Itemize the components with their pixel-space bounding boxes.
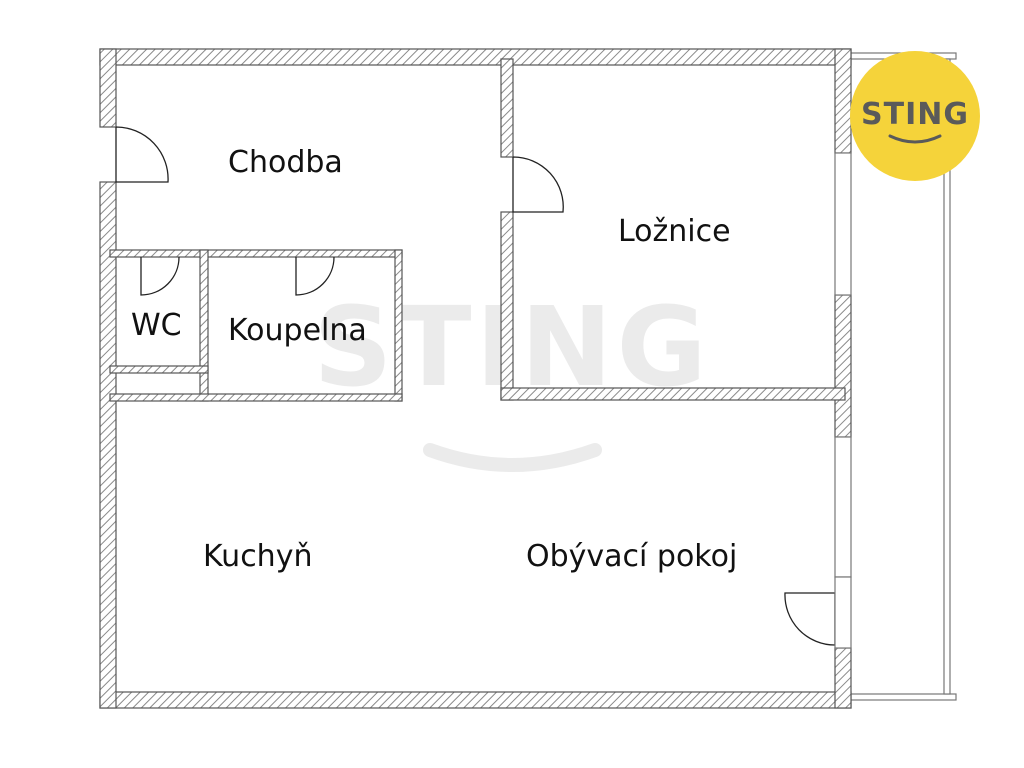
- door-balcony-icon: [784, 592, 836, 646]
- sting-logo: STING: [850, 51, 980, 181]
- door-entry-icon: [115, 126, 169, 183]
- wall-outer-left-lower: [99, 181, 117, 709]
- wall-bath-bottom: [109, 393, 403, 402]
- window-living: [834, 436, 852, 578]
- wall-outer-right-upper: [834, 48, 852, 154]
- wall-outer-bottom: [99, 691, 852, 709]
- wall-wc-bottom: [109, 365, 209, 374]
- logo-circle: [850, 51, 980, 181]
- wall-bedroom-left-upper: [500, 58, 514, 158]
- doors: [115, 126, 836, 646]
- wall-bedroom-left-lower: [500, 211, 514, 401]
- door-bathroom-icon: [295, 256, 335, 296]
- wall-bath-top: [109, 249, 403, 258]
- room-label-chodba: Chodba: [228, 145, 343, 180]
- wall-outer-right-lower: [834, 647, 852, 709]
- room-label-koupelna: Koupelna: [228, 313, 367, 348]
- wall-bath-right: [394, 249, 403, 402]
- walls: [99, 48, 852, 709]
- room-label-kuchyn: Kuchyň: [203, 539, 312, 574]
- wall-outer-right-mid: [834, 294, 852, 438]
- wall-bath-divider: [199, 249, 209, 402]
- watermark-smile-icon: [423, 443, 602, 472]
- room-labels: Chodba Ložnice WC Koupelna Kuchyň Obývac…: [131, 145, 737, 574]
- door-bedroom-icon: [512, 156, 564, 213]
- windows: [834, 152, 852, 578]
- room-label-loznice: Ložnice: [618, 214, 731, 249]
- wall-outer-left-upper: [99, 48, 117, 128]
- wall-outer-top: [99, 48, 852, 66]
- logo-text: STING: [861, 97, 969, 132]
- room-label-wc: WC: [131, 308, 182, 343]
- door-wc-icon: [140, 256, 180, 296]
- room-label-obyvaci: Obývací pokoj: [526, 539, 737, 574]
- window-bedroom: [834, 152, 852, 296]
- smile-icon: [888, 134, 942, 144]
- wall-bedroom-bottom: [500, 387, 846, 401]
- door-balcony-frame: [834, 576, 852, 649]
